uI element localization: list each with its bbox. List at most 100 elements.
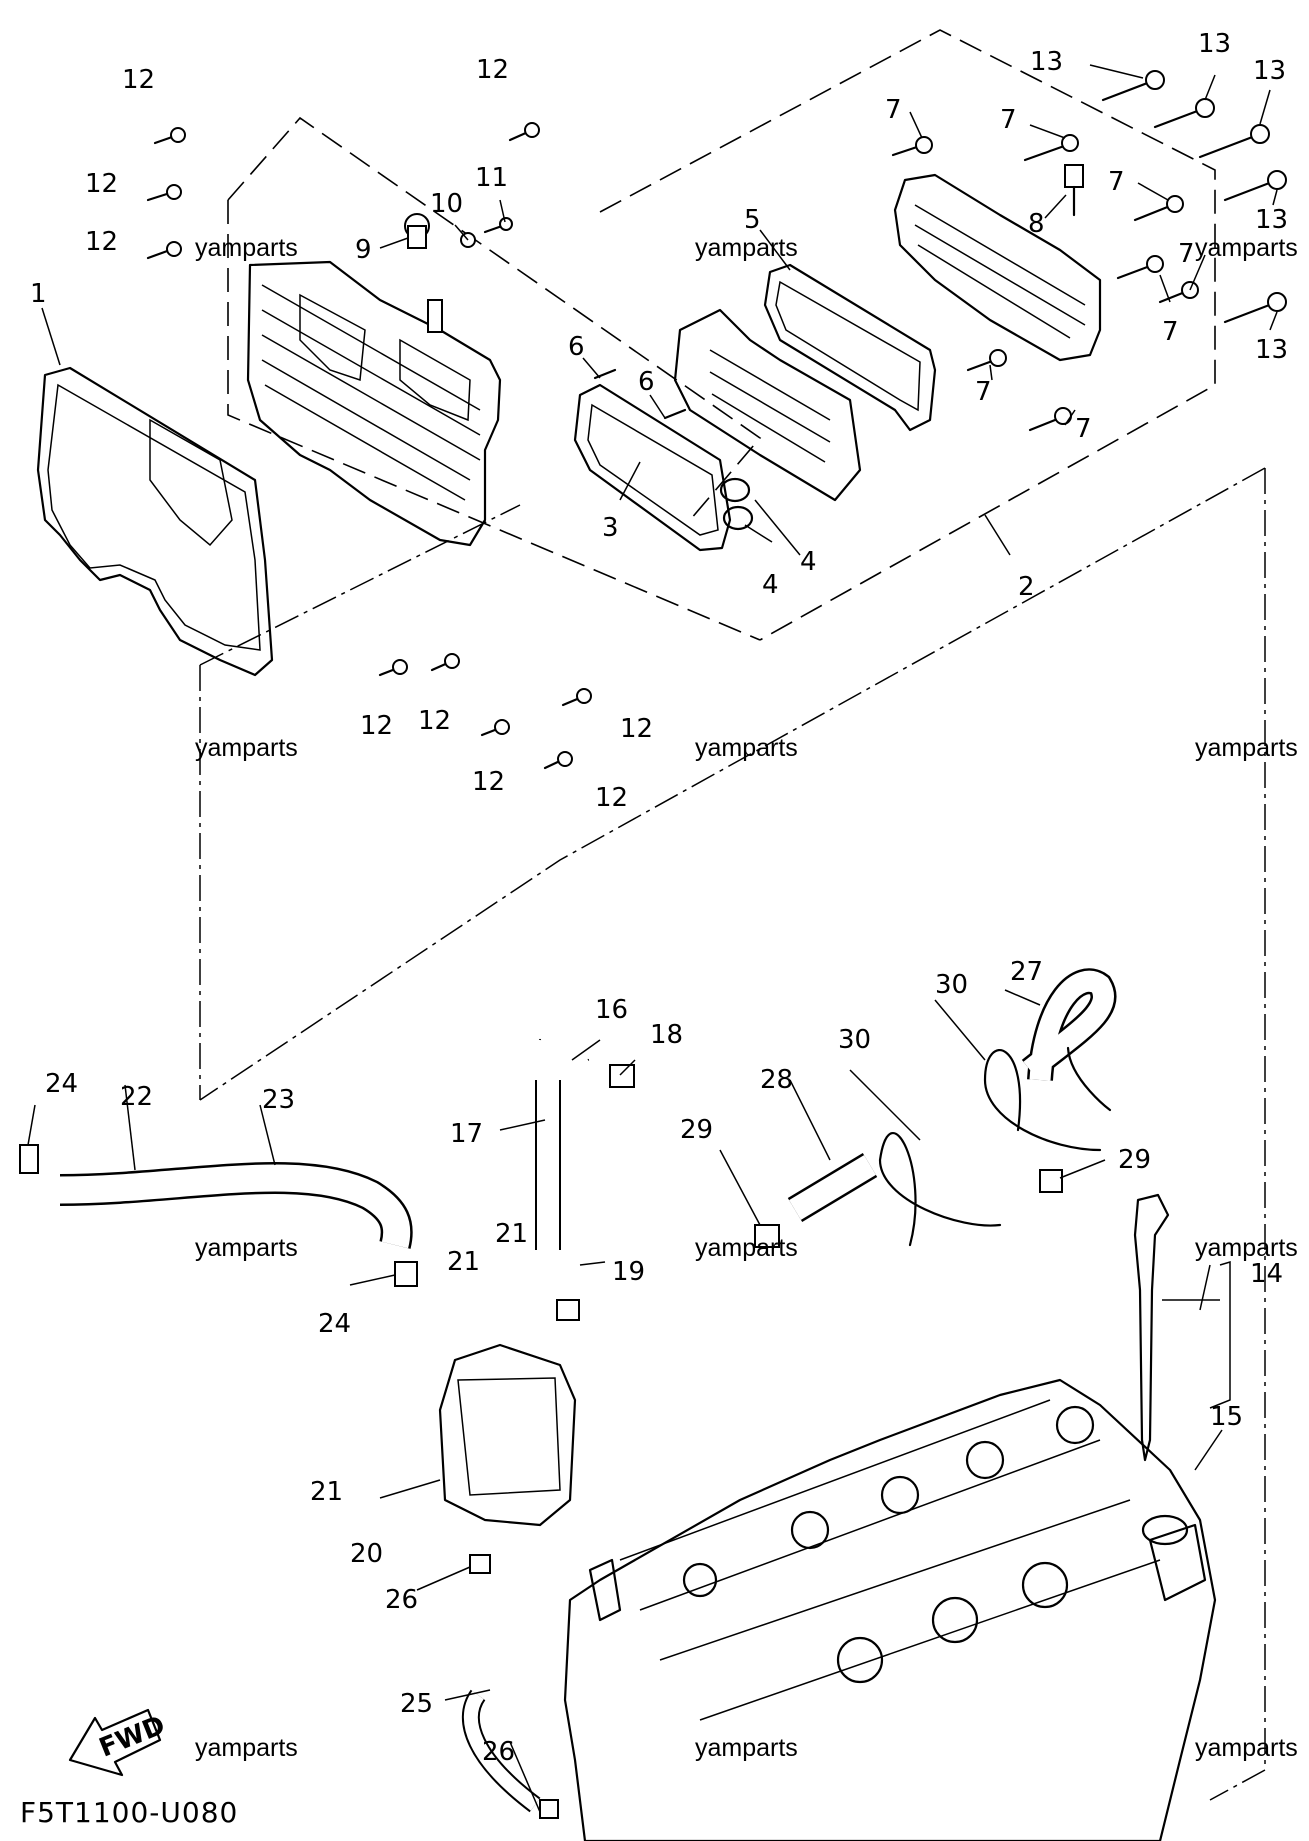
bolt-12-g — [561, 688, 592, 707]
gasket-part-3 — [573, 383, 732, 552]
bolt-12-c — [146, 241, 182, 260]
bolt-12-d — [508, 122, 540, 142]
bolt-13-d — [1223, 170, 1287, 202]
gasket-part-1 — [36, 366, 274, 677]
callout-28: 28 — [760, 1065, 793, 1095]
bolt-12-e — [378, 659, 408, 677]
callout-19: 19 — [612, 1257, 645, 1287]
callout-26: 26 — [385, 1585, 418, 1615]
callout-13: 13 — [1198, 29, 1231, 59]
callout-7: 7 — [885, 95, 902, 125]
clamps — [19, 1049, 1102, 1819]
bolt-12-f — [430, 653, 460, 672]
bolt-7-f — [966, 349, 1007, 372]
callout-13: 13 — [1255, 205, 1288, 235]
watermark: yamparts — [695, 734, 798, 762]
leader-lines — [27, 64, 1278, 1813]
callout-9: 9 — [355, 235, 372, 265]
callout-22: 22 — [120, 1082, 153, 1112]
callout-13: 13 — [1030, 47, 1063, 77]
gasket-part-5 — [763, 263, 937, 432]
bolt-7-d — [1116, 255, 1164, 280]
watermark: yamparts — [1195, 734, 1298, 762]
callout-7: 7 — [1000, 105, 1017, 135]
callout-13: 13 — [1255, 335, 1288, 365]
callout-15: 15 — [1210, 1402, 1243, 1432]
callout-29: 29 — [680, 1115, 713, 1145]
callout-18: 18 — [650, 1020, 683, 1050]
bolt-11 — [483, 217, 513, 234]
callout-30: 30 — [838, 1025, 871, 1055]
callout-25: 25 — [400, 1689, 433, 1719]
callout-26: 26 — [482, 1737, 515, 1767]
callout-12: 12 — [360, 711, 393, 741]
watermark: yamparts — [1195, 1234, 1298, 1262]
callout-10: 10 — [430, 189, 463, 219]
separator-and-dipstick — [438, 1193, 1189, 1546]
hoses — [59, 968, 1117, 1813]
bolt-7-c — [1133, 195, 1184, 222]
small-parts-top — [404, 164, 1084, 531]
engine-block — [563, 1378, 1217, 1841]
callout-6: 6 — [638, 367, 655, 397]
fwd-arrow: FWD — [68, 1708, 169, 1777]
watermark: yamparts — [695, 1734, 798, 1762]
bolt-12-b — [146, 184, 182, 202]
callout-2: 2 — [1018, 572, 1035, 602]
callout-21: 21 — [310, 1477, 343, 1507]
callout-12: 12 — [122, 65, 155, 95]
callouts: 1 2 3 4 4 5 6 6 7 7 7 7 7 7 7 8 9 10 11 … — [30, 29, 1288, 1767]
callout-7: 7 — [1178, 239, 1195, 269]
callout-7: 7 — [1075, 414, 1092, 444]
bolt-12-a — [153, 127, 186, 145]
callout-16: 16 — [595, 995, 628, 1025]
bolt-12-i — [543, 751, 573, 770]
bolt-7-g — [1028, 407, 1072, 432]
callout-12: 12 — [85, 227, 118, 257]
callout-30: 30 — [935, 970, 968, 1000]
assembly-lines — [199, 29, 1266, 1801]
bolts — [146, 70, 1287, 770]
callout-21: 21 — [447, 1247, 480, 1277]
watermark: yamparts — [1195, 234, 1298, 262]
callout-17: 17 — [450, 1119, 483, 1149]
callout-7: 7 — [1108, 167, 1125, 197]
callout-12: 12 — [476, 55, 509, 85]
callout-8: 8 — [1028, 209, 1045, 239]
callout-12: 12 — [418, 706, 451, 736]
callout-21: 21 — [495, 1219, 528, 1249]
watermark: yamparts — [195, 1234, 298, 1262]
callout-7: 7 — [975, 377, 992, 407]
watermark: yamparts — [195, 1734, 298, 1762]
diagram-code: F5T1100-U080 — [20, 1796, 238, 1829]
watermark: yamparts — [195, 734, 298, 762]
callout-13: 13 — [1253, 56, 1286, 86]
callout-3: 3 — [602, 513, 619, 543]
watermarks: yamparts yamparts yamparts yamparts yamp… — [195, 234, 1298, 1762]
watermark: yamparts — [195, 234, 298, 262]
callout-20: 20 — [350, 1539, 383, 1569]
callout-12: 12 — [472, 767, 505, 797]
callout-6: 6 — [568, 332, 585, 362]
fwd-label: FWD — [95, 1710, 169, 1763]
callout-4: 4 — [800, 547, 817, 577]
cooler-part-2 — [673, 308, 862, 502]
callout-7: 7 — [1162, 317, 1179, 347]
callout-27: 27 — [1010, 957, 1043, 987]
callout-4: 4 — [762, 570, 779, 600]
bolt-13-a — [1101, 70, 1165, 102]
bolt-7-b — [1023, 134, 1079, 162]
watermark: yamparts — [695, 234, 798, 262]
callout-12: 12 — [595, 783, 628, 813]
bolt-13-c — [1198, 124, 1270, 159]
watermark: yamparts — [1195, 1734, 1298, 1762]
top-right-cover — [893, 173, 1102, 362]
bolt-13-e — [1223, 292, 1287, 324]
callout-12: 12 — [620, 714, 653, 744]
callout-12: 12 — [85, 169, 118, 199]
callout-1: 1 — [30, 279, 47, 309]
callout-29: 29 — [1118, 1145, 1151, 1175]
callout-24: 24 — [318, 1309, 351, 1339]
bolt-7-a — [891, 136, 933, 157]
